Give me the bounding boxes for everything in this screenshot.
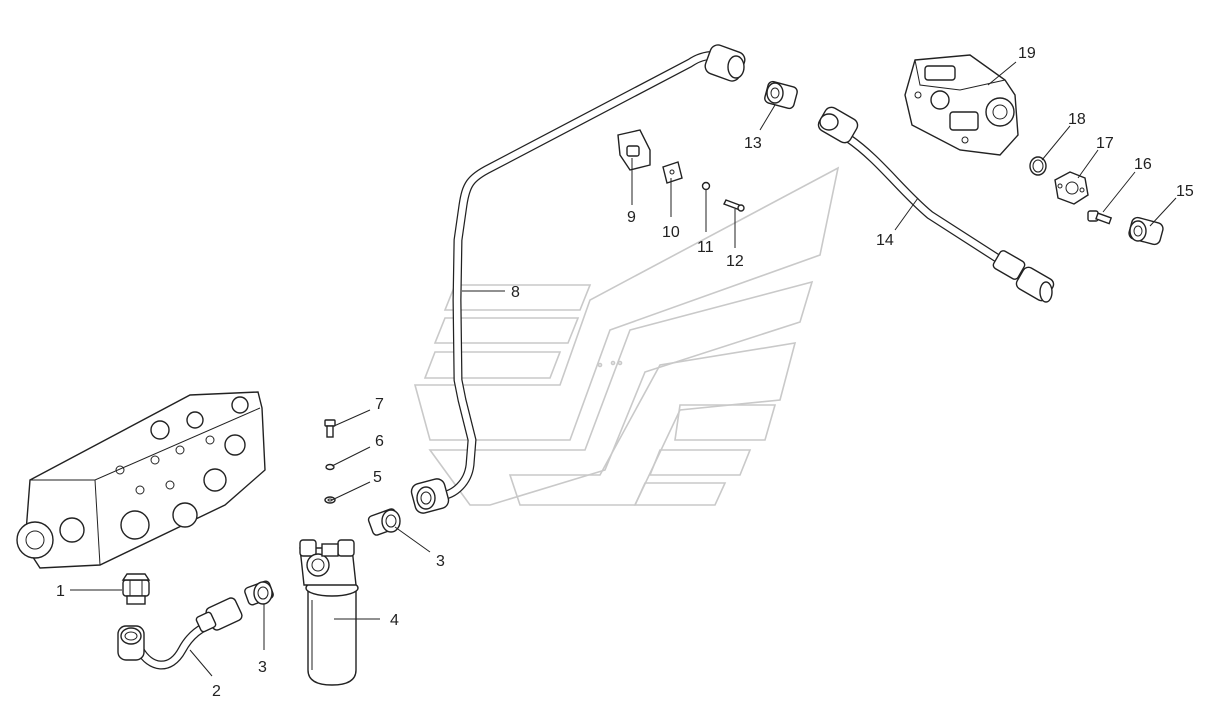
callout-13: 13 [744, 135, 762, 152]
part-14-hose [817, 106, 1055, 303]
callout-7: 7 [375, 396, 384, 413]
callout-15: 15 [1176, 183, 1194, 200]
part-8-pipe [410, 44, 746, 514]
valve-block [16, 391, 266, 569]
leader-13 [759, 104, 776, 131]
part-3-fitting-upper [367, 508, 401, 536]
leader-lines [70, 61, 1177, 677]
leader-15 [1149, 197, 1177, 227]
callout-3-upper: 3 [436, 553, 445, 570]
part-9-bracket [617, 129, 651, 171]
callout-14: 14 [876, 232, 894, 249]
leader-17 [1077, 149, 1099, 179]
callout-19: 19 [1018, 45, 1036, 62]
callout-1: 1 [56, 583, 65, 600]
callout-12: 12 [726, 253, 744, 270]
callout-11: 11 [697, 239, 714, 256]
part-1-fitting [121, 573, 151, 605]
leader-18 [1041, 125, 1071, 161]
part-18-o-ring [1029, 156, 1047, 176]
part-5-washer [324, 496, 336, 504]
part-16-bolt [1087, 210, 1113, 225]
callout-2: 2 [212, 683, 221, 700]
callout-3-lower: 3 [258, 659, 267, 676]
leader-14 [894, 197, 919, 231]
callout-17: 17 [1096, 135, 1114, 152]
watermark-logo [413, 166, 840, 506]
callout-4: 4 [390, 612, 399, 629]
leader-16 [1102, 171, 1136, 213]
part-4-filter [299, 539, 359, 686]
leader-6 [331, 446, 371, 467]
callout-8: 8 [511, 284, 520, 301]
part-3-fitting-lower [244, 580, 274, 606]
part-2-hose [117, 597, 243, 670]
leader-7 [333, 409, 371, 427]
callout-16: 16 [1134, 156, 1152, 173]
part-10-plate [662, 161, 683, 184]
part-13-fitting [764, 80, 798, 110]
leader-2 [189, 649, 213, 677]
callout-5: 5 [373, 469, 382, 486]
part-15-fitting [1128, 216, 1164, 246]
part-11-washer [701, 181, 711, 191]
leader-5 [331, 481, 371, 501]
callout-10: 10 [662, 224, 680, 241]
callout-18: 18 [1068, 111, 1086, 128]
callout-6: 6 [375, 433, 384, 450]
part-12-pin [723, 199, 745, 212]
callout-labels: 1 2 3 3 4 5 6 7 8 9 10 11 12 13 14 15 16… [56, 45, 1194, 700]
leader-3b [394, 526, 431, 553]
part-19-pump [904, 54, 1019, 156]
part-7-bolt [324, 419, 336, 438]
callout-9: 9 [627, 209, 636, 226]
part-17-flange [1054, 171, 1089, 205]
leader-19 [987, 61, 1017, 86]
